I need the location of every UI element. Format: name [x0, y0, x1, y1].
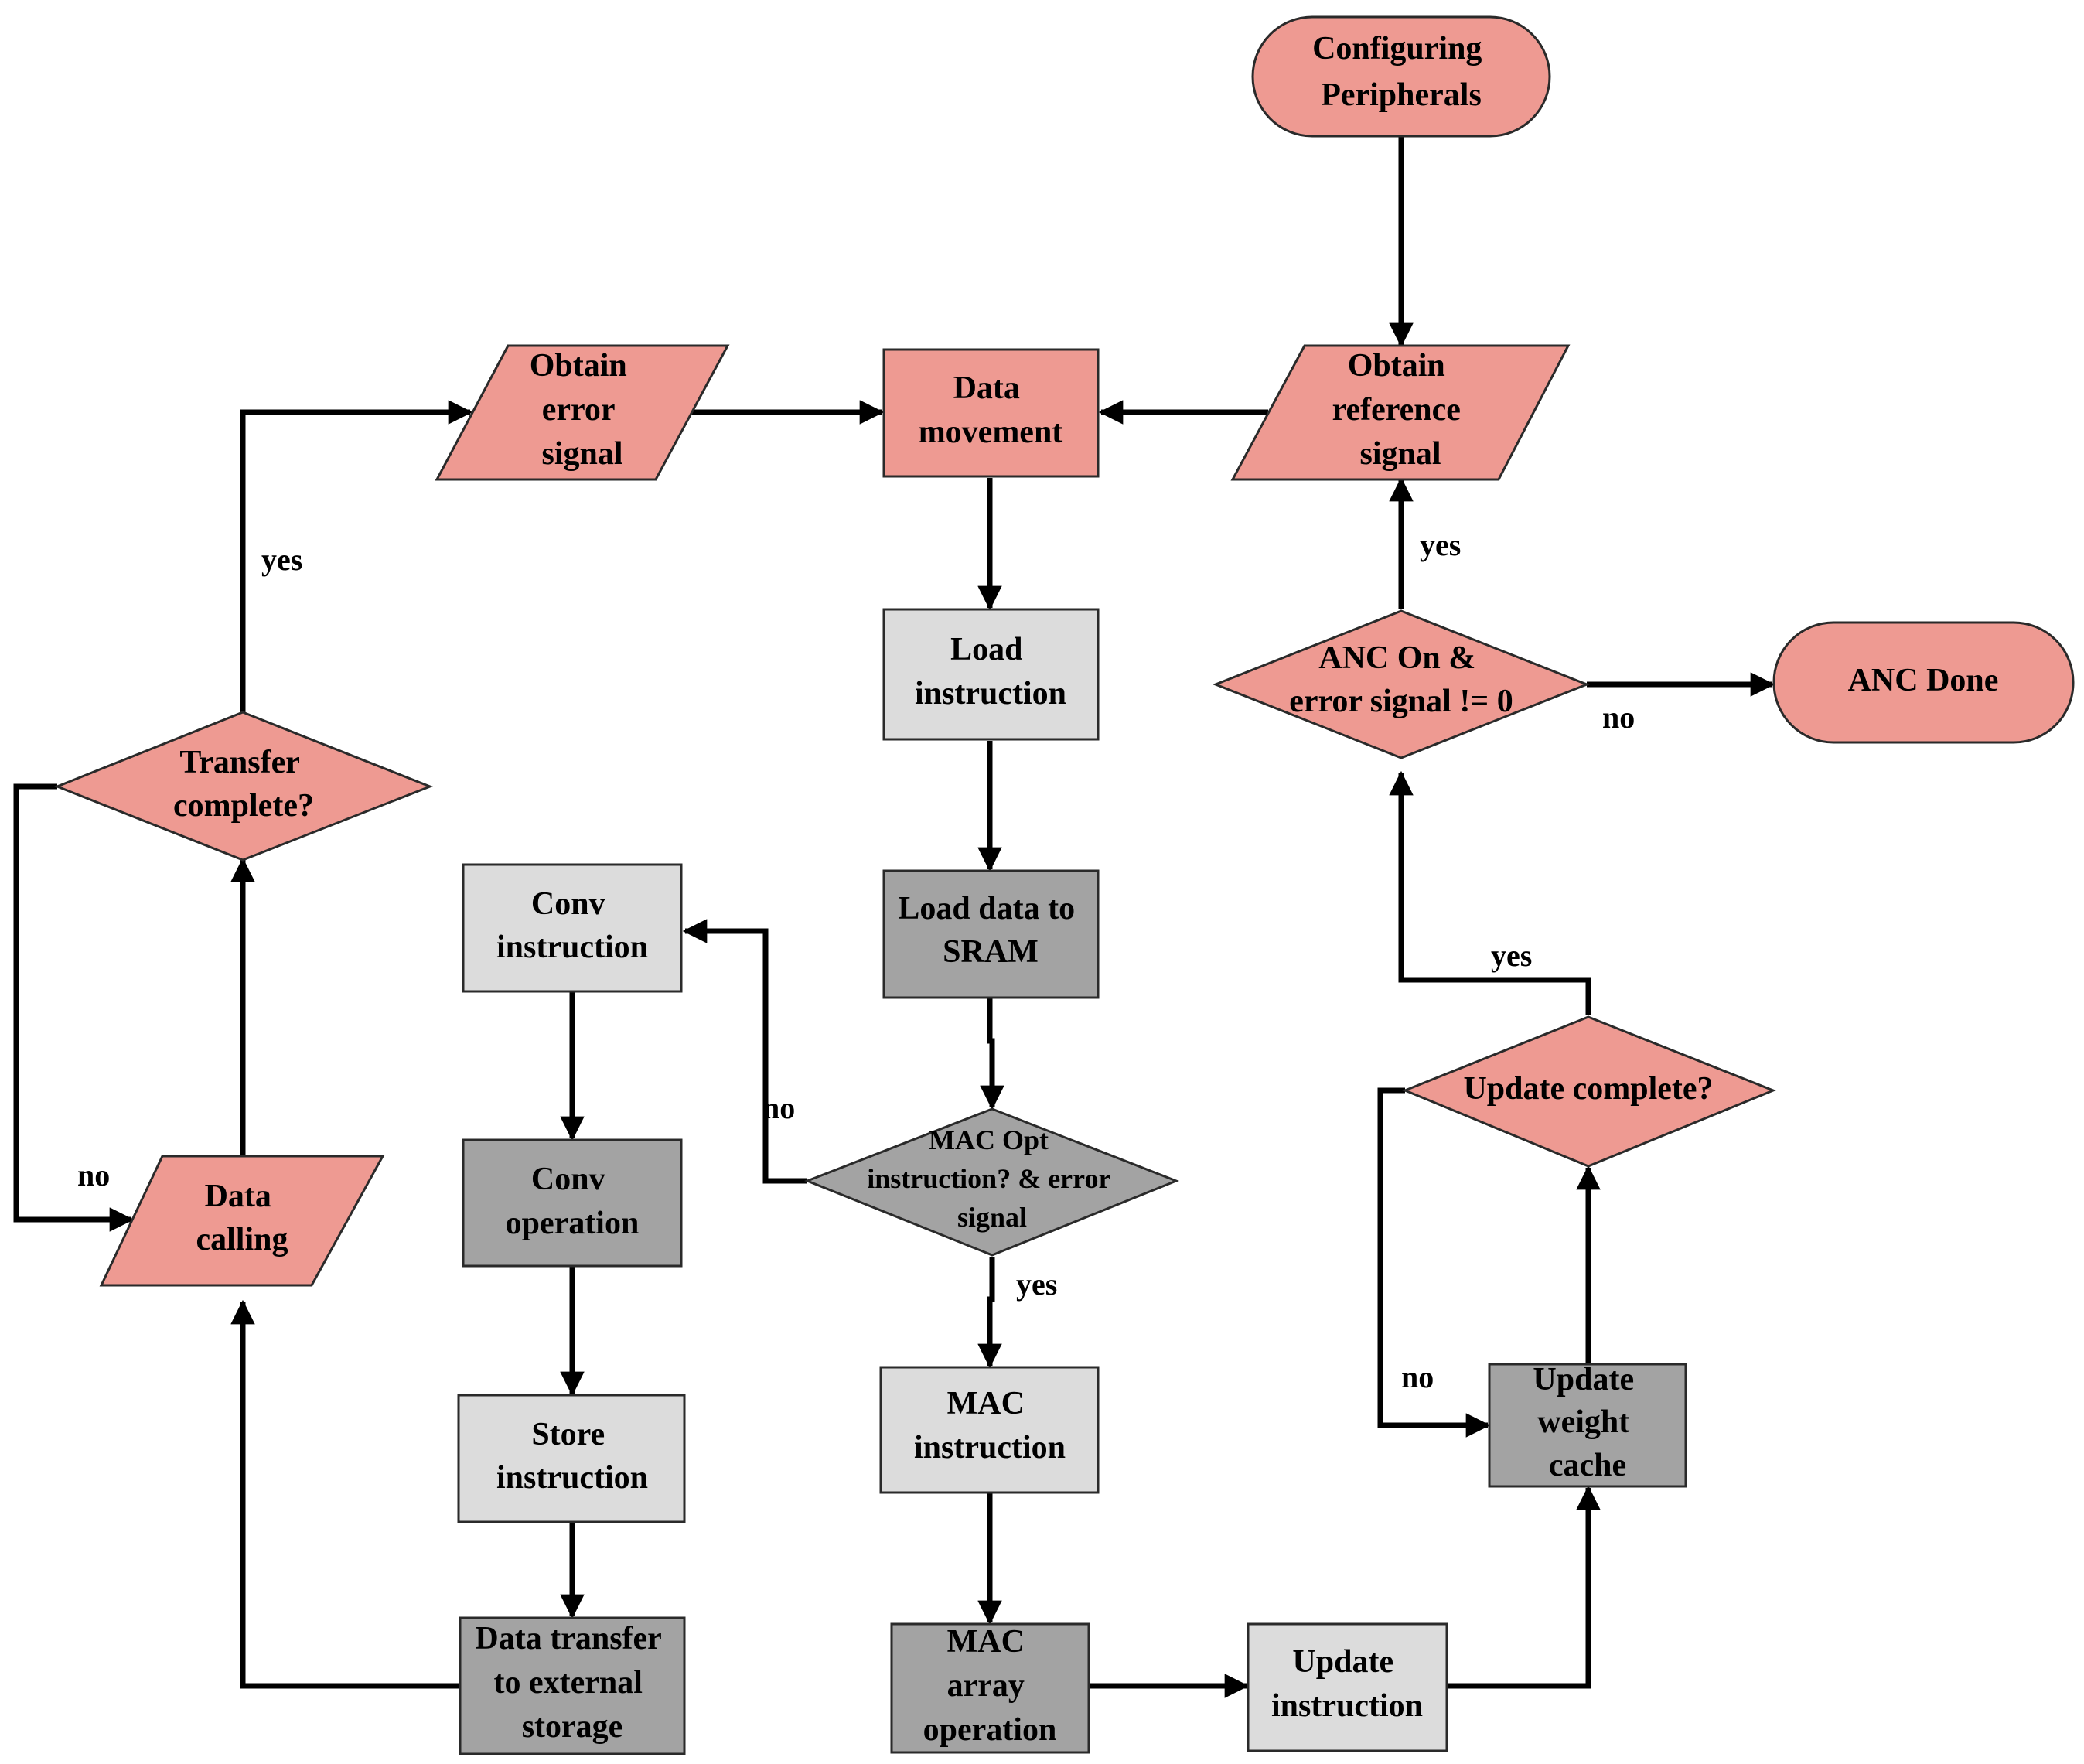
edge-mac-decision-yes	[977, 1257, 1002, 1369]
obtain-error-signal-label: Obtain error signal	[530, 348, 636, 472]
load-instruction-process	[882, 608, 1100, 741]
update-complete-decision	[1402, 1015, 1777, 1168]
mac-array-operation-process	[890, 1622, 1090, 1754]
conv-instruction-label: Conv instruction	[496, 886, 648, 965]
data-calling-label: Data calling	[196, 1179, 288, 1257]
edge-transfer-complete-no	[13, 783, 135, 1232]
mac-no-label: no	[762, 1090, 795, 1125]
anc-yes-label: yes	[1420, 527, 1461, 562]
update-instruction-process	[1247, 1622, 1448, 1752]
anc-on-decision	[1212, 609, 1591, 759]
anc-on-decision-label: ANC On & error signal != 0	[1289, 640, 1513, 719]
transfer-no-label: no	[77, 1158, 110, 1192]
load-instruction-label: Load instruction	[915, 632, 1066, 711]
anc-done-label: ANC Done	[1848, 663, 1999, 698]
mac-instruction-label: MAC instruction	[914, 1386, 1066, 1465]
mac-array-operation-label: MAC array operation	[923, 1624, 1057, 1748]
mac-opt-decision-label: MAC Opt instruction? & error signal	[867, 1124, 1117, 1233]
edge-transfer-complete-yes	[240, 400, 473, 712]
edge-mac-decision-no	[682, 919, 807, 1184]
conv-operation-label: Conv operation	[506, 1162, 640, 1241]
load-data-to-sram-process	[882, 869, 1100, 999]
transfer-complete-decision	[53, 711, 434, 862]
edge-data-transfer-to-data-calling	[230, 1299, 460, 1689]
mac-instruction-process	[879, 1366, 1100, 1494]
store-instruction-process	[457, 1394, 686, 1523]
store-instruction-label: Store instruction	[496, 1417, 648, 1496]
data-movement-label: Data movement	[919, 370, 1063, 450]
configuring-peripherals-terminal	[1251, 15, 1551, 138]
update-yes-label: yes	[1491, 938, 1532, 973]
mac-yes-label: yes	[1016, 1267, 1057, 1302]
conv-instruction-process	[462, 863, 683, 993]
data-calling-io	[99, 1155, 385, 1287]
load-data-to-sram-label: Load data to SRAM	[898, 891, 1083, 970]
data-movement-process	[882, 348, 1100, 478]
update-weight-cache-process	[1488, 1363, 1687, 1488]
configuring-peripherals-label: Configuring Peripherals	[1312, 31, 1490, 113]
mac-opt-decision	[803, 1107, 1180, 1257]
update-instruction-label: Update instruction	[1271, 1644, 1423, 1724]
edge-update-instruction-to-weight-cache	[1447, 1485, 1601, 1689]
transfer-yes-label: yes	[261, 542, 302, 577]
obtain-error-signal-io	[435, 344, 730, 481]
data-transfer-external-label: Data transfer to external storage	[475, 1621, 669, 1745]
anc-no-label: no	[1602, 700, 1635, 735]
obtain-reference-signal-io	[1230, 344, 1571, 481]
data-transfer-external-process	[459, 1616, 686, 1755]
edge-update-complete-yes	[1389, 770, 1591, 1015]
update-no-label: no	[1401, 1360, 1434, 1394]
obtain-reference-signal-label: Obtain reference signal	[1332, 348, 1469, 472]
conv-operation-process	[462, 1138, 683, 1268]
update-weight-cache-label: Update weight cache	[1533, 1362, 1642, 1483]
edge-update-complete-no	[1377, 1087, 1491, 1438]
update-complete-decision-label: Update complete?	[1463, 1071, 1713, 1107]
anc-done-terminal	[1772, 621, 2075, 744]
transfer-complete-decision-label: Transfer complete?	[173, 745, 314, 824]
edge-sram-to-mac-decision	[980, 998, 1004, 1111]
